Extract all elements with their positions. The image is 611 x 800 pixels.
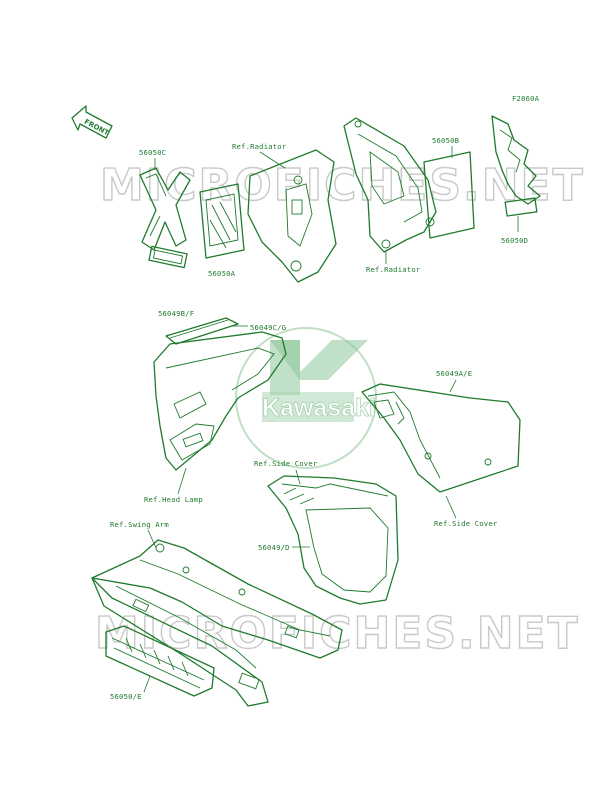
decal-56049b-strip: [165, 317, 239, 345]
label-56050b: 56050B: [432, 136, 459, 145]
swing-arm-part: [91, 539, 343, 707]
label-56049a-e: 56049A/E: [436, 369, 472, 378]
decal-56050e-uni-trak: [105, 625, 215, 697]
label-56050c: 56050C: [139, 148, 166, 157]
label-56049c-g: 56049C/G: [250, 323, 286, 332]
label-ref-radiator-bottom: Ref.Radiator: [366, 265, 421, 274]
decal-56050a-part: [199, 183, 245, 259]
watermark-bottom: MICROFICHES.NET: [95, 608, 580, 659]
label-ref-side-cover-top: Ref.Side Cover: [254, 459, 318, 468]
label-ref-head-lamp: Ref.Head Lamp: [144, 495, 203, 504]
kawasaki-logo: Kawasaki: [235, 327, 377, 469]
label-56050d: 56050D: [501, 236, 528, 245]
label-ref-radiator-top: Ref.Radiator: [232, 142, 287, 151]
decal-56049c-part: [153, 331, 287, 471]
label-ref-swing-arm: Ref.Swing Arm: [110, 520, 169, 529]
decal-56050b-part: [423, 151, 475, 239]
label-ref-side-cover-right: Ref.Side Cover: [434, 519, 498, 528]
decal-56049a-part: [361, 383, 521, 493]
decal-56050d-part: [491, 115, 541, 217]
radiator-shroud-left: [247, 149, 337, 283]
diagram-code: F2860A: [512, 94, 540, 103]
kx-decal-part: [139, 167, 191, 269]
label-56050-e: 56050/E: [110, 692, 142, 701]
label-56049-d: 56049/D: [258, 543, 290, 552]
kawasaki-logo-text: Kawasaki: [262, 394, 376, 422]
watermark-top: MICROFICHES.NET: [100, 160, 585, 211]
label-56050a: 56050A: [208, 269, 236, 278]
label-56049b-f: 56049B/F: [158, 309, 194, 318]
radiator-shroud-right: [343, 117, 437, 253]
side-cover-part: [267, 475, 399, 605]
front-arrow-icon: FRONT: [71, 105, 113, 139]
